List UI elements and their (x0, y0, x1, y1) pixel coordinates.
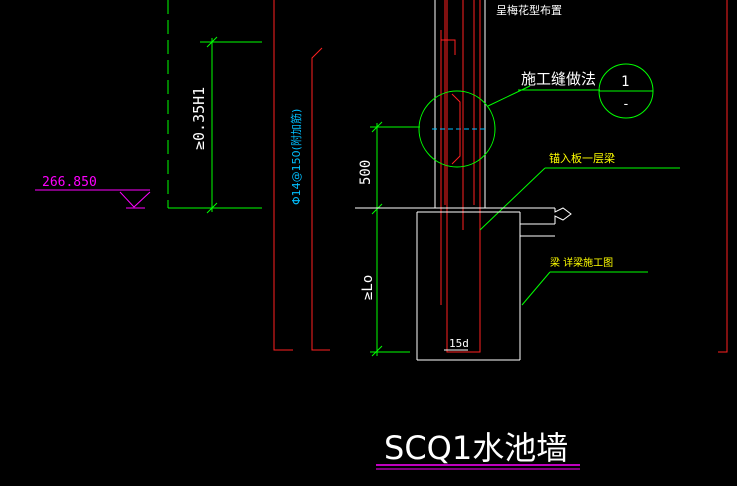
rebar-left-inner (311, 47, 330, 351)
rebar-left-outer (273, 0, 293, 351)
drawing-title: SCQ1水池墙 (384, 429, 568, 467)
beam-note: 梁 详梁施工图 (550, 256, 613, 269)
dim-tick-500-mid (371, 203, 383, 215)
detail-number: 1 (621, 74, 629, 90)
rebar-spec-label: Φ14@150(附加筋) (289, 109, 303, 205)
elevation-triangle (119, 191, 151, 208)
rebar-col-inner-left (446, 0, 462, 353)
dim-tick-500-top (371, 121, 383, 133)
dim-15d-label: 15d (449, 337, 469, 350)
anchor-leader (479, 167, 546, 231)
rebar-col-hook-left (441, 39, 456, 55)
dim-500-label: 500 (358, 160, 374, 185)
joint-key (451, 93, 461, 165)
joint-detail-circle (418, 90, 496, 168)
top-note: 呈梅花型布置 (496, 3, 562, 17)
rebar-col-right (462, 0, 481, 353)
dim-035h-label: ≥0.35H1 (190, 87, 208, 150)
dim-tick-top (206, 36, 218, 48)
elevation-value: 266.850 (42, 175, 97, 190)
beam-leader (521, 271, 551, 306)
joint-leader (487, 85, 531, 107)
dim-tick-bottom (206, 202, 218, 214)
rebar-right-edge (718, 0, 728, 353)
detail-sub: - (622, 97, 630, 112)
dim-lo-label: ≥Lo (360, 275, 376, 300)
slab-break-symbol (554, 207, 572, 224)
anchor-note: 锚入板一层梁 (549, 151, 615, 165)
joint-label: 施工缝做法 (521, 70, 596, 88)
dim-tick-lo-bottom (371, 345, 383, 357)
